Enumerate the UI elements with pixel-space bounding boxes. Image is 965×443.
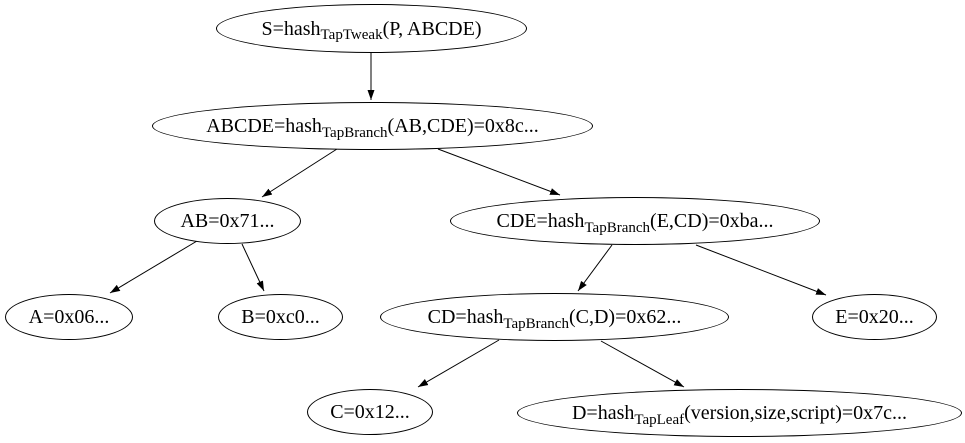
node-b-label: B=0xc0... (241, 306, 320, 328)
edge-cde-cd (577, 244, 613, 292)
node-b: B=0xc0... (218, 294, 343, 340)
node-a: A=0x06... (5, 294, 133, 340)
edge-ab-a (109, 240, 198, 294)
node-cd: CD=hashTapBranch(C,D)=0x62... (380, 293, 729, 341)
node-abcde: ABCDE=hashTapBranch(AB,CDE)=0x8c... (152, 102, 593, 150)
edge-abcde-ab (261, 148, 338, 198)
node-cde-label: CDE=hashTapBranch(E,CD)=0xba... (496, 210, 774, 236)
node-abcde-label: ABCDE=hashTapBranch(AB,CDE)=0x8c... (206, 115, 539, 141)
node-c: C=0x12... (307, 389, 433, 435)
edge-ab-b (241, 243, 265, 292)
edge-cde-e (695, 244, 827, 296)
node-cd-label: CD=hashTapBranch(C,D)=0x62... (427, 306, 682, 332)
node-s: S=hashTapTweak(P, ABCDE) (216, 4, 527, 53)
edge-cd-c (417, 339, 500, 388)
edge-cd-d (600, 340, 685, 388)
node-a-label: A=0x06... (28, 306, 110, 328)
node-ab: AB=0x71... (154, 198, 301, 244)
node-e: E=0x20... (812, 294, 937, 340)
node-d-label: D=hashTapLeaf(version,size,script)=0x7c.… (571, 402, 908, 428)
node-s-label: S=hashTapTweak(P, ABCDE) (261, 17, 482, 44)
node-c-label: C=0x12... (330, 401, 410, 423)
edge-abcde-cde (437, 148, 561, 196)
node-ab-label: AB=0x71... (180, 210, 275, 232)
node-cde: CDE=hashTapBranch(E,CD)=0xba... (450, 197, 820, 245)
node-d: D=hashTapLeaf(version,size,script)=0x7c.… (517, 389, 962, 437)
node-e-label: E=0x20... (835, 306, 914, 328)
